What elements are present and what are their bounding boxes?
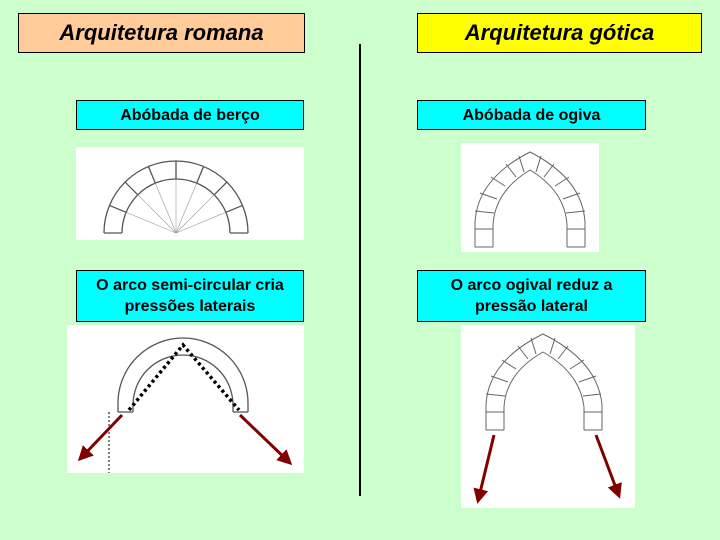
construction-ray [155,182,177,234]
voussoir-joint [213,181,228,196]
construction-ray [175,194,215,234]
voussoir-joint [109,204,127,213]
semicircular-arch-diagram-panel [67,325,304,473]
ogival-caption-line-2: pressão lateral [475,298,588,315]
right-lateral-force-arrow [238,413,293,466]
barrel-vault-label: Abóbada de berço [76,100,304,130]
ogival-arch-outline [485,333,603,431]
left-reduced-force-arrow [473,434,496,504]
ogive-vault-drawing-panel [461,143,599,252]
construction-ray [125,212,177,234]
ogival-arch-diagram-panel [461,325,635,508]
pressure-thrust-line [127,342,241,412]
voussoir-joint [196,166,205,184]
barrel-vault-drawing [103,160,249,234]
column-divider [359,44,361,496]
ogive-vault-label: Abóbada de ogiva [417,100,646,130]
roman-architecture-title: Arquitetura romana [18,13,305,53]
semicircular-arch-pressure-diagram [77,337,293,473]
right-reduced-force-arrow [594,434,622,499]
voussoir-joint [225,204,243,213]
left-lateral-force-arrow [77,413,124,462]
ogive-vault-drawing [474,151,586,248]
barrel-vault-label-text: Abóbada de berço [120,106,260,124]
gothic-architecture-title: Arquitetura gótica [417,13,702,53]
construction-ray [175,212,227,234]
ogival-caption-line-1: O arco ogival reduz a [450,277,613,294]
barrel-vault-drawing-panel [76,147,304,240]
semicircular-caption-line-2: pressões laterais [124,298,256,315]
ogival-arch-caption: O arco ogival reduz a pressão lateral [417,270,646,322]
voussoir-joint [124,181,139,196]
semicircular-arch-outline [117,337,249,413]
voussoir-joint [147,166,156,184]
construction-ray [175,182,197,234]
semicircular-arch-caption: O arco semi-circular cria pressões later… [76,270,304,322]
ogive-vault-label-text: Abóbada de ogiva [462,106,601,124]
ogival-arch-pressure-diagram [473,333,622,504]
gothic-title-text: Arquitetura gótica [464,20,655,45]
roman-title-text: Arquitetura romana [59,20,264,45]
construction-ray [137,194,177,234]
semicircular-caption-line-1: O arco semi-circular cria [96,277,284,294]
